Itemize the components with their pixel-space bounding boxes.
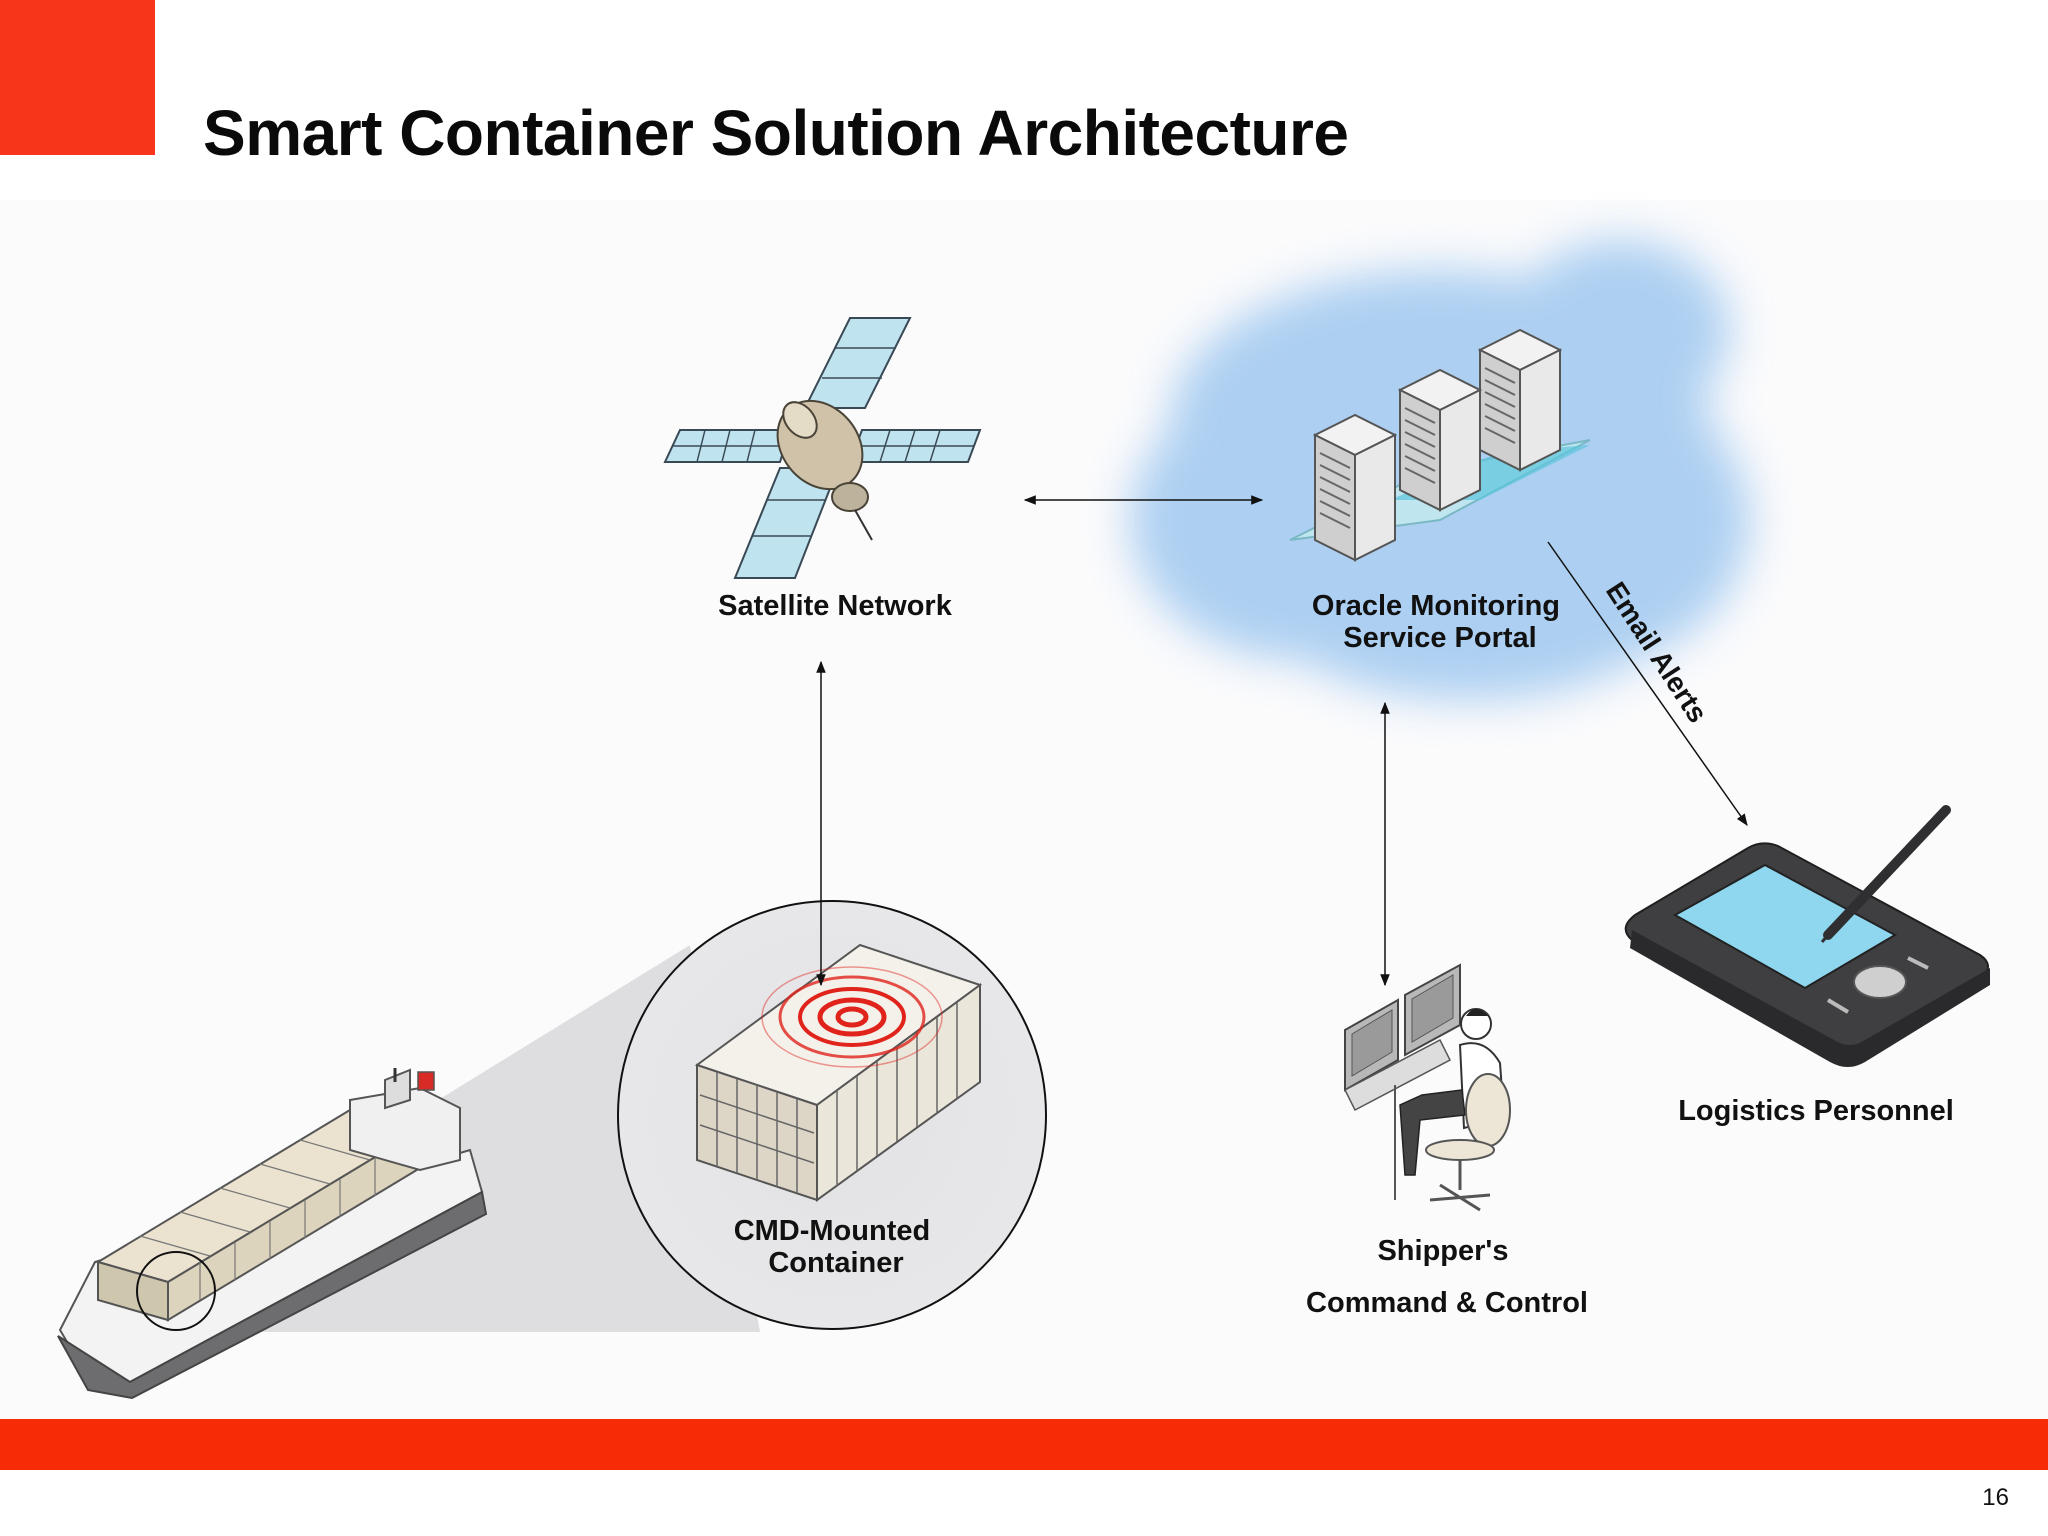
- ship-highlight-circle: [136, 1251, 216, 1331]
- slide-title: Smart Container Solution Architecture: [203, 97, 1349, 169]
- corner-accent-block: [0, 0, 155, 155]
- page-number: 16: [1982, 1484, 2009, 1511]
- operator-workstation-icon: [1344, 963, 1511, 1212]
- oracle-portal-label: Oracle Monitoring Service Portal: [1312, 590, 1568, 654]
- logistics-personnel-label: Logistics Personnel: [1678, 1095, 1954, 1127]
- container-ship-icon: [57, 1068, 488, 1400]
- tablet-stylus-icon: [1624, 805, 1990, 1067]
- cmd-container-label: CMD-Mounted Container: [734, 1215, 939, 1279]
- footer-bar: [0, 1419, 2048, 1470]
- satellite-network-label: Satellite Network: [718, 590, 953, 622]
- shipping-container-icon: [694, 943, 983, 1202]
- email-alerts-link: [1547, 541, 1748, 826]
- satellite-icon: [663, 317, 982, 579]
- shipper-label: Shipper's Command & Control: [1306, 1235, 1588, 1319]
- signal-rings: [761, 966, 943, 1068]
- connectors: [816, 495, 1748, 987]
- server-cluster-icon: [1289, 328, 1591, 562]
